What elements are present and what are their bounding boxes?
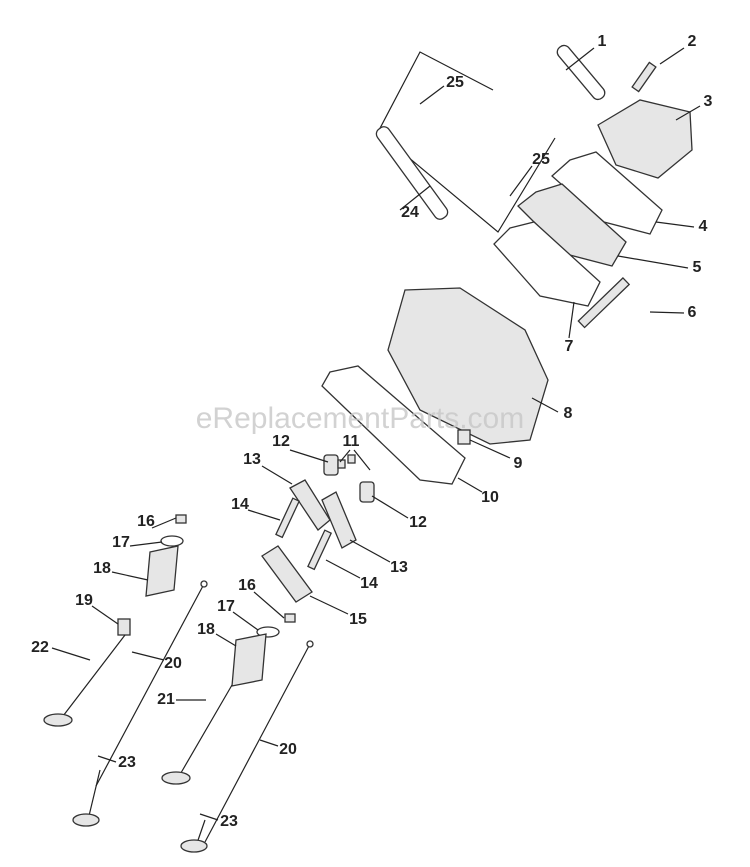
- callout-11: 11: [343, 433, 360, 450]
- cylinder-head-8: [387, 287, 549, 445]
- watermark: eReplacementParts.com: [196, 402, 524, 435]
- callout-14a: 14: [231, 496, 249, 513]
- callout-7: 7: [565, 338, 574, 355]
- valve-cover-3: [597, 99, 693, 179]
- callout-25b: 25: [532, 151, 550, 168]
- callout-18a: 18: [93, 560, 111, 577]
- guide-plate-15: [261, 545, 313, 603]
- rocker-arm-13b: [321, 491, 357, 549]
- bolt-2: [631, 61, 657, 93]
- callout-23b: 23: [220, 813, 238, 830]
- callout-22: 22: [31, 639, 49, 656]
- callout-5: 5: [693, 259, 702, 276]
- callout-12a: 12: [272, 433, 290, 450]
- callout-16a: 16: [137, 513, 155, 530]
- valve-train-right: [161, 613, 314, 853]
- callout-20b: 20: [279, 741, 297, 758]
- stud-14a: [275, 497, 301, 539]
- callout-8: 8: [564, 405, 573, 422]
- callout-24: 24: [401, 204, 419, 221]
- callout-13a: 13: [243, 451, 261, 468]
- callout-2: 2: [688, 33, 697, 50]
- gasket-4: [551, 151, 663, 235]
- callout-4: 4: [699, 218, 708, 235]
- pushrod-tube-24: [375, 126, 449, 220]
- callout-1: 1: [598, 33, 607, 50]
- gasket-7: [493, 221, 601, 307]
- pivot-parts-11-12: [323, 454, 375, 503]
- callout-12b: 12: [409, 514, 427, 531]
- tube-1: [556, 44, 606, 101]
- leader-lines: [51, 47, 701, 821]
- callout-19: 19: [75, 592, 93, 609]
- callout-3: 3: [704, 93, 713, 110]
- callout-13b: 13: [390, 559, 408, 576]
- callout-15: 15: [349, 611, 367, 628]
- callout-17b: 17: [217, 598, 235, 615]
- callout-16b: 16: [238, 577, 256, 594]
- callout-6: 6: [688, 304, 697, 321]
- valve-train-left: [43, 514, 208, 827]
- breather-plate-5: [517, 183, 627, 267]
- bolt-6: [577, 277, 631, 329]
- callout-20a: 20: [164, 655, 182, 672]
- callout-10: 10: [481, 489, 499, 506]
- callout-25a: 25: [446, 74, 464, 91]
- callout-17a: 17: [112, 534, 130, 551]
- stud-14b: [307, 529, 333, 571]
- plug-9: [457, 429, 471, 445]
- head-gasket-10: [321, 365, 466, 485]
- callout-23a: 23: [118, 754, 136, 771]
- callout-21: 21: [157, 691, 175, 708]
- callout-9: 9: [514, 455, 523, 472]
- callout-18b: 18: [197, 621, 215, 638]
- callout-14b: 14: [360, 575, 378, 592]
